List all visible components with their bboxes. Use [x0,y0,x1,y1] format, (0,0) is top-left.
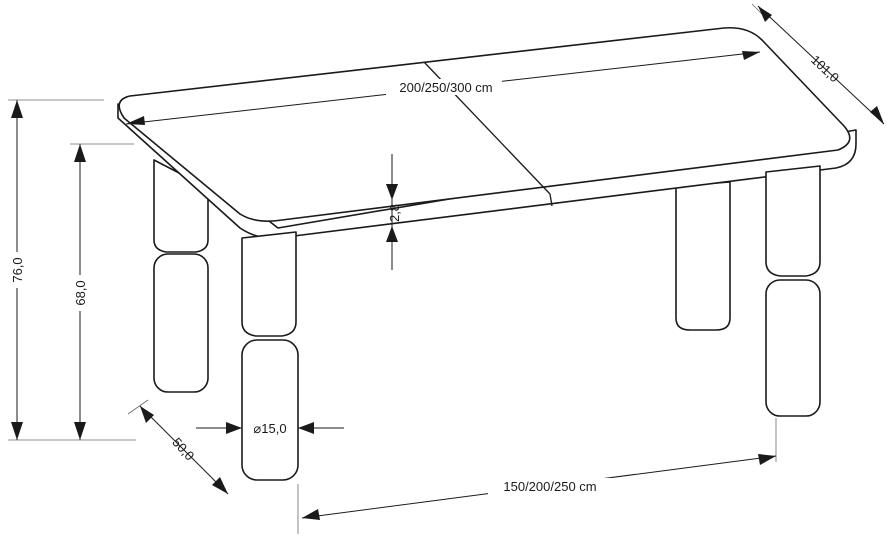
leg-height-label: 68,0 [73,280,88,305]
leg-height-dimension: 68,0 [70,143,134,440]
back-left-leg [153,159,209,393]
leg-diameter-label: ⌀15,0 [253,421,286,436]
leg-offset-dimension: 50,0 [127,399,229,495]
top-length-dimension: 200/250/300 cm [125,51,761,125]
total-height-label: 76,0 [10,257,25,282]
front-right-leg [765,165,821,417]
top-length-label: 200/250/300 cm [399,80,492,95]
leg-span-label: 150/200/250 cm [503,479,596,494]
back-right-leg [675,181,731,331]
total-height-dimension: 76,0 [8,99,136,441]
front-left-leg [241,231,299,481]
leg-span-dimension: 150/200/250 cm [297,418,777,534]
top-thickness-dimension: 2,8 [386,154,402,270]
top-thickness-label: 2,8 [387,204,402,222]
leg-diameter-dimension: ⌀15,0 [196,421,344,436]
table-top [117,26,857,240]
